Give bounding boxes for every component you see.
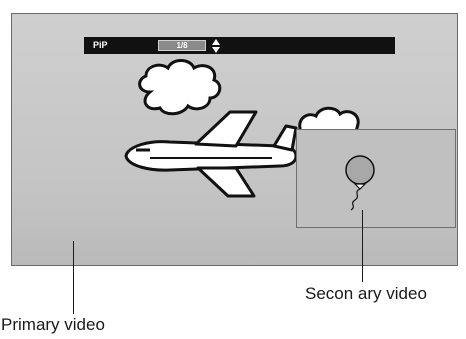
primary-video-leader-line (73, 241, 74, 314)
secondary-video-caption: Secon ary video (305, 284, 427, 304)
pip-osd-bar: PiP 1/8 (84, 37, 395, 54)
primary-video-caption: Primary video (1, 315, 105, 335)
secondary-video-window (296, 129, 456, 228)
balloon-illustration (297, 130, 455, 227)
pip-label: PiP (93, 39, 108, 51)
up-down-arrows-icon[interactable] (212, 39, 220, 53)
airplane-illustration (126, 112, 296, 196)
cloud-left (140, 61, 220, 114)
secondary-video-leader-line (362, 210, 363, 282)
pip-size-value[interactable]: 1/8 (158, 40, 206, 51)
